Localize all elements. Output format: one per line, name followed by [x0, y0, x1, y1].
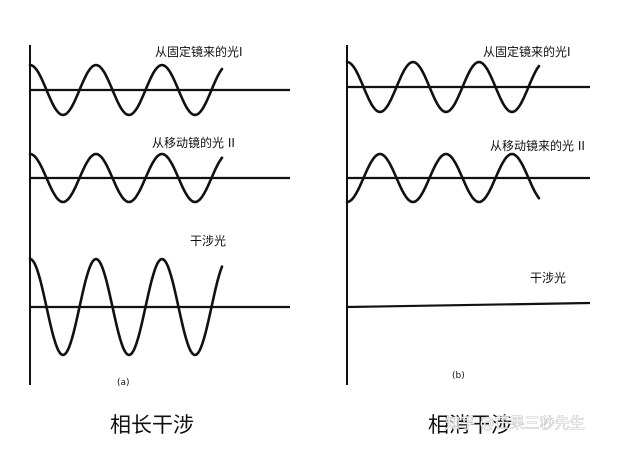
panel-b-subfig-label: (b) [452, 371, 465, 381]
panel-b-label-moving: 从移动镜来的光 II [490, 138, 585, 153]
watermark-text: 知乎 @芒果三秒先生 [445, 414, 585, 432]
panel-b-label-fixed: 从固定镜来的光Ⅰ [483, 44, 571, 59]
panel-a-caption: 相长干涉 [110, 413, 194, 437]
panel-b: 从固定镜来的光Ⅰ 从移动镜来的光 II 干涉光 (b) 相消干涉 [345, 44, 591, 437]
panel-a-label-interference: 干涉光 [190, 234, 226, 248]
panel-a-fixed-mirror-wave [28, 63, 224, 117]
panel-a-interference-wave [28, 257, 224, 357]
panel-a-subfig-label: (a) [117, 378, 130, 388]
panel-b-baseline-interference [346, 301, 591, 309]
panel-a-label-fixed: 从固定镜来的光Ⅰ [155, 44, 243, 59]
panel-b-moving-mirror-wave [345, 152, 541, 204]
panel-a: 从固定镜来的光Ⅰ 从移动镜的光 II 干涉光 (a) 相长干涉 [28, 44, 290, 437]
panel-a-moving-mirror-wave [28, 152, 224, 204]
panel-b-fixed-mirror-wave [345, 60, 541, 114]
panel-b-caption: 相消干涉 [428, 413, 512, 437]
panel-b-label-interference: 干涉光 [530, 271, 566, 285]
panel-a-label-moving: 从移动镜的光 II [152, 135, 235, 150]
